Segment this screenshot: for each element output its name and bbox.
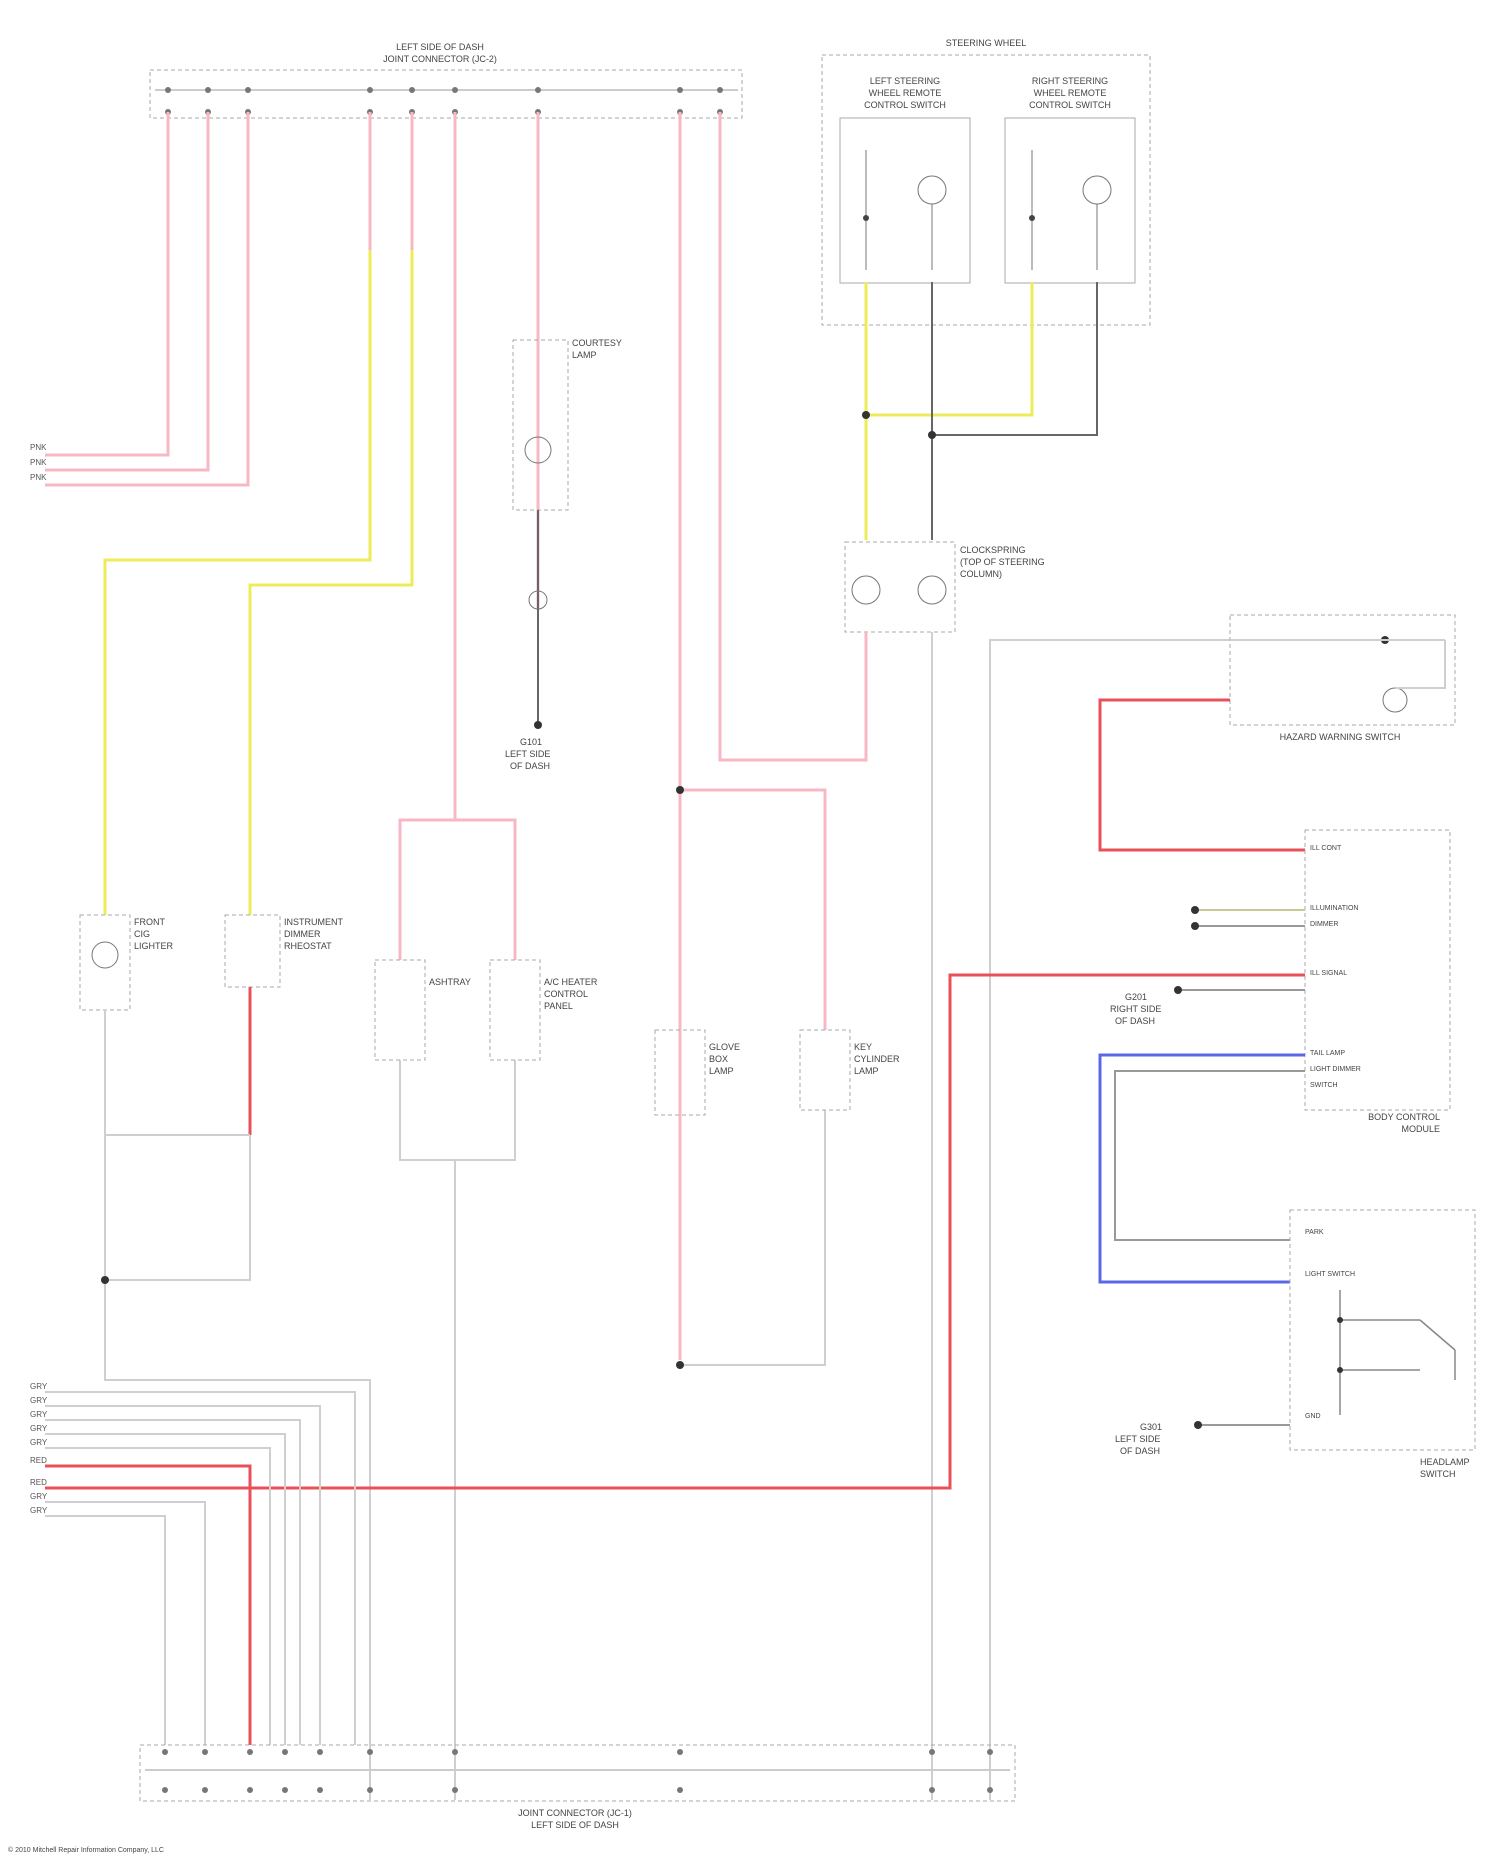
ground-g101-2: LEFT SIDE bbox=[505, 749, 550, 759]
dimmer-label-1: INSTRUMENT bbox=[284, 917, 343, 927]
lb-input-5: GRY bbox=[30, 1438, 48, 1447]
glove-label-1: GLOVE bbox=[709, 1042, 740, 1052]
gray-dimmer-wire bbox=[1115, 1071, 1305, 1240]
ashtray-heater-wires bbox=[400, 820, 515, 1800]
ground-g301-2: LEFT SIDE bbox=[1115, 1434, 1160, 1444]
cig-label-1: FRONT bbox=[134, 917, 165, 927]
steering-wheel-label: STEERING WHEEL bbox=[946, 38, 1027, 48]
yellow-wires bbox=[105, 250, 412, 915]
ground-g101-3: OF DASH bbox=[510, 761, 550, 771]
key-cylinder-lamp bbox=[800, 1030, 850, 1110]
lb-input-8: GRY bbox=[30, 1492, 48, 1501]
cig-label-2: CIG bbox=[134, 929, 150, 939]
courtesy-lamp-label-1: COURTESY bbox=[572, 338, 622, 348]
bcm-pin-3: DIMMER bbox=[1310, 921, 1338, 928]
clockspring-label-3: COLUMN) bbox=[960, 569, 1002, 579]
courtesy-lamp-label-2: LAMP bbox=[572, 350, 597, 360]
ashtray bbox=[375, 960, 425, 1060]
ground-g201-2: RIGHT SIDE bbox=[1110, 1004, 1161, 1014]
left-steering-switch-box bbox=[840, 118, 970, 283]
dimmer-label-3: RHEOSTAT bbox=[284, 941, 332, 951]
blue-tail-wire bbox=[1100, 1055, 1305, 1282]
top-connector-pins bbox=[165, 87, 723, 115]
bcm-pin-2: ILLUMINATION bbox=[1310, 905, 1359, 912]
headlamp-pin-1: PARK bbox=[1305, 1229, 1324, 1236]
left-switch-label-2: WHEEL REMOTE bbox=[869, 88, 942, 98]
lb-input-3: GRY bbox=[30, 1410, 48, 1419]
left-input-label-1: PNK bbox=[30, 443, 47, 452]
steering-wires bbox=[866, 282, 1097, 540]
bcm-pin-4: ILL SIGNAL bbox=[1310, 970, 1347, 977]
watermark: © 2010 Mitchell Repair Information Compa… bbox=[8, 1846, 164, 1854]
heater-label-3: PANEL bbox=[544, 1001, 573, 1011]
ground-g301-1: G301 bbox=[1140, 1422, 1162, 1432]
left-input-label-3: PNK bbox=[30, 473, 47, 482]
glove-label-3: LAMP bbox=[709, 1066, 734, 1076]
right-steering-switch-box bbox=[1005, 118, 1135, 283]
bcm-left-inputs bbox=[1178, 910, 1305, 990]
bottom-joint-connector bbox=[140, 1745, 1015, 1801]
key-label-3: LAMP bbox=[854, 1066, 879, 1076]
ground-g101-1: G101 bbox=[520, 737, 542, 747]
left-switch-label-3: CONTROL SWITCH bbox=[864, 100, 946, 110]
ground-g301-3: OF DASH bbox=[1120, 1446, 1160, 1456]
heater-label-2: CONTROL bbox=[544, 989, 588, 999]
clockspring bbox=[845, 542, 955, 632]
heater-label-1: A/C HEATER bbox=[544, 977, 598, 987]
lb-input-2: GRY bbox=[30, 1396, 48, 1405]
steering-switch-bulbs bbox=[866, 150, 1111, 270]
right-switch-label-1: RIGHT STEERING bbox=[1032, 76, 1108, 86]
bcm-label-2: MODULE bbox=[1401, 1124, 1440, 1134]
right-switch-label-2: WHEEL REMOTE bbox=[1034, 88, 1107, 98]
hazard-switch-label: HAZARD WARNING SWITCH bbox=[1280, 732, 1401, 742]
bcm-pin-5: TAIL LAMP bbox=[1310, 1050, 1345, 1057]
ac-heater-control-panel bbox=[490, 960, 540, 1060]
courtesy-lamp bbox=[513, 340, 568, 510]
left-input-label-2: PNK bbox=[30, 458, 47, 467]
lb-input-9: GRY bbox=[30, 1506, 48, 1515]
headlamp-pin-3: GND bbox=[1305, 1413, 1321, 1420]
headlamp-label-1: HEADLAMP bbox=[1420, 1457, 1470, 1467]
key-label-2: CYLINDER bbox=[854, 1054, 900, 1064]
headlamp-pin-2: LIGHT SWITCH bbox=[1305, 1271, 1355, 1278]
lb-input-4: GRY bbox=[30, 1424, 48, 1433]
top-connector-label-2: JOINT CONNECTOR (JC-2) bbox=[383, 54, 497, 64]
hazard-warning-switch bbox=[1230, 615, 1455, 725]
bcm-label-1: BODY CONTROL bbox=[1368, 1112, 1440, 1122]
lb-input-1: GRY bbox=[30, 1382, 48, 1391]
left-switch-label-1: LEFT STEERING bbox=[870, 76, 940, 86]
key-label-1: KEY bbox=[854, 1042, 872, 1052]
top-joint-connector bbox=[150, 70, 742, 118]
clockspring-label-2: (TOP OF STEERING bbox=[960, 557, 1045, 567]
bottom-connector-label-2: LEFT SIDE OF DASH bbox=[531, 1820, 619, 1830]
left-bottom-input-wires bbox=[45, 1392, 355, 1745]
lb-input-7: RED bbox=[30, 1478, 47, 1487]
ashtray-label: ASHTRAY bbox=[429, 977, 471, 987]
clockspring-label-1: CLOCKSPRING bbox=[960, 545, 1026, 555]
glove-label-2: BOX bbox=[709, 1054, 728, 1064]
top-connector-label-1: LEFT SIDE OF DASH bbox=[396, 42, 484, 52]
bcm-pin-1: ILL CONT bbox=[1310, 845, 1342, 852]
ground-g201-3: OF DASH bbox=[1115, 1016, 1155, 1026]
ground-g201-1: G201 bbox=[1125, 992, 1147, 1002]
instrument-dimmer-rheostat bbox=[225, 915, 280, 987]
dimmer-label-2: DIMMER bbox=[284, 929, 321, 939]
front-cig-lighter bbox=[80, 915, 130, 1010]
cig-label-3: LIGHTER bbox=[134, 941, 174, 951]
headlamp-switch-internals bbox=[1340, 1290, 1455, 1415]
right-switch-label-3: CONTROL SWITCH bbox=[1029, 100, 1111, 110]
headlamp-label-2: SWITCH bbox=[1420, 1469, 1456, 1479]
bottom-connector-label-1: JOINT CONNECTOR (JC-1) bbox=[518, 1808, 632, 1818]
lb-input-6: RED bbox=[30, 1456, 47, 1465]
center-right-gray-wires bbox=[932, 632, 1230, 1800]
glove-key-wires bbox=[680, 790, 825, 1365]
bcm-pin-7: SWITCH bbox=[1310, 1082, 1338, 1089]
bcm-pin-6: LIGHT DIMMER bbox=[1310, 1066, 1361, 1073]
